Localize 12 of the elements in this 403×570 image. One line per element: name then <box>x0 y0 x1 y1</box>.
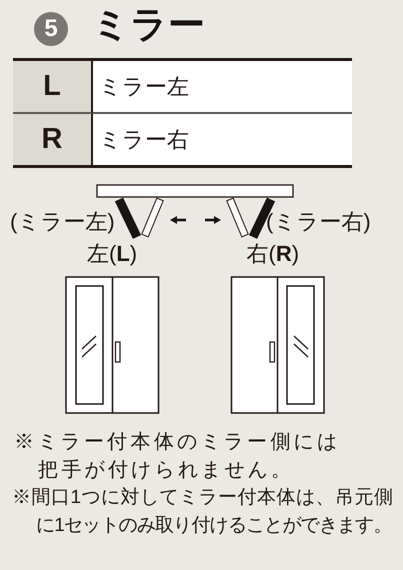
cabinet-label: 左(L) <box>87 240 138 268</box>
mirror-side-label: (ミラー左) <box>10 208 115 236</box>
cabinet-label: 右(R) <box>246 240 300 268</box>
mirror-side-label: (ミラー右) <box>266 208 371 236</box>
heading: ミラー <box>92 3 205 47</box>
footnote: ※ミラー付本体のミラー側には把手が付けられません。 <box>14 430 342 483</box>
footnote: ※間口1つに対してミラー付本体は、吊元側に1セットのみ取り付けることができます。 <box>12 486 395 538</box>
table-cell: ミラー左 <box>93 58 352 114</box>
table-cell: ミラー右 <box>93 114 352 168</box>
number-badge: 5 <box>34 12 68 46</box>
row-label-cell: L <box>13 58 93 114</box>
row-label-cell: R <box>13 114 93 168</box>
